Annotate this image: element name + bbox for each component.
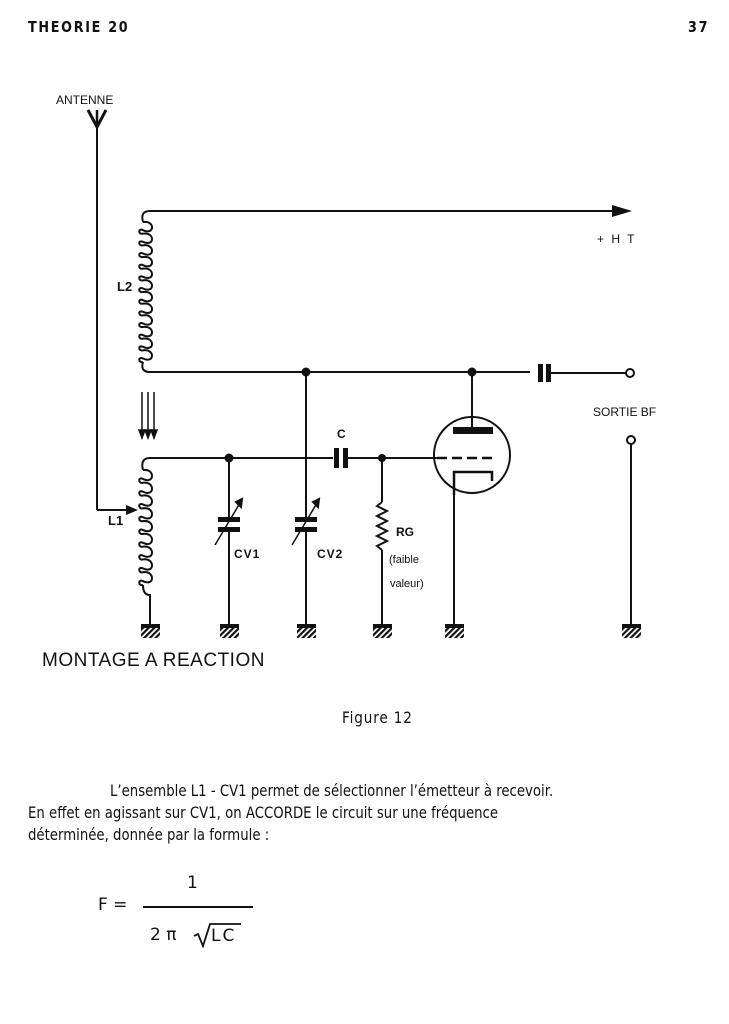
fraction-bar — [143, 906, 253, 908]
variable-capacitor-cv2 — [291, 372, 321, 625]
ground-icon — [297, 624, 316, 628]
coupling-arrows — [137, 392, 159, 441]
formula-lhs: F = — [98, 895, 128, 915]
diagram-caption: MONTAGE A REACTION — [42, 650, 265, 671]
coil-l1 — [138, 457, 333, 625]
label-rg-note-1: (faible — [389, 554, 419, 566]
label-l2: L2 — [117, 279, 132, 294]
output-capacitor — [538, 364, 635, 382]
label-l1: L1 — [108, 513, 123, 528]
ground-icon — [220, 624, 239, 628]
label-output: SORTIE BF — [593, 405, 656, 419]
ground-icon — [622, 624, 641, 628]
capacitor-c — [334, 448, 445, 468]
ground-icon — [373, 624, 392, 628]
label-c: C — [337, 427, 346, 441]
label-rg: RG — [396, 525, 414, 539]
variable-capacitor-cv1 — [214, 458, 244, 625]
ht-arrow-icon — [612, 205, 632, 217]
label-cv2: CV2 — [317, 547, 343, 561]
sqrt-icon — [193, 923, 241, 948]
label-antenna: ANTENNE — [56, 93, 113, 107]
label-cv1: CV1 — [234, 547, 260, 561]
circuit-schematic: ANTENNE L2 L1 + H T CV1 CV2 C RG (faible… — [56, 93, 656, 638]
body-line-2: En effet en agissant sur CV1, on ACCORDE… — [28, 803, 499, 822]
formula-denominator-prefix: 2 π — [150, 925, 177, 945]
ground-icon — [445, 624, 464, 628]
body-line-1: L’ensemble L1 - CV1 permet de sélectionn… — [110, 781, 554, 800]
label-rg-note-2: valeur) — [390, 578, 424, 590]
page-header-title: THEORIE 20 — [28, 18, 130, 36]
formula-numerator: 1 — [187, 873, 198, 893]
resistor-rg — [374, 458, 390, 625]
label-ht: + H T — [597, 232, 636, 246]
junction-dots — [224, 367, 477, 463]
page-number: 37 — [688, 18, 710, 36]
l1-tap-arrow — [126, 505, 138, 515]
output-terminal-bottom — [626, 435, 636, 625]
ground-icon — [141, 624, 160, 628]
ground-symbols — [141, 624, 641, 638]
formula-radicand: LC — [211, 926, 237, 946]
coil-l2 — [138, 210, 612, 373]
triode-tube — [433, 372, 511, 625]
antenna-symbol — [86, 109, 138, 515]
output-terminal-top — [625, 368, 635, 378]
figure-label: Figure 12 — [342, 708, 413, 727]
body-line-3: déterminée, donnée par la formule : — [28, 825, 270, 844]
